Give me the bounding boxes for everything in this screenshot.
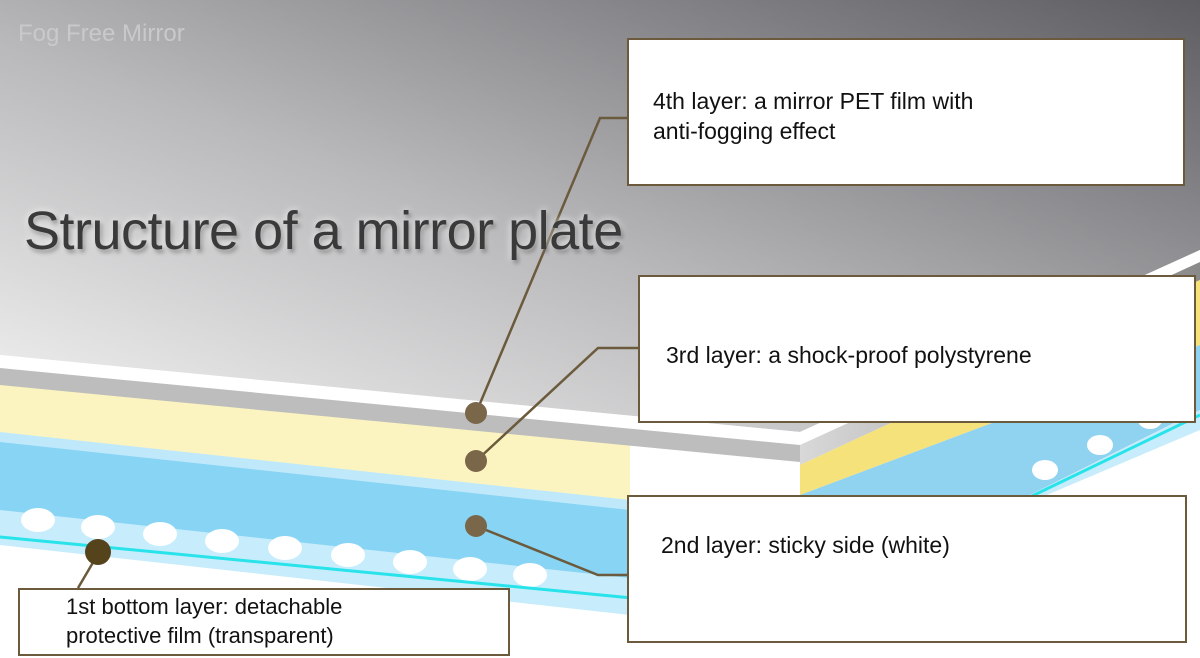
marker-layer1 xyxy=(85,539,111,565)
diagram-title: Structure of a mirror plate xyxy=(24,201,623,261)
callout-layer1: 1st bottom layer: detachable protective … xyxy=(18,588,510,656)
callout-layer1-line2: protective film (transparent) xyxy=(66,623,334,648)
leader-layer2 xyxy=(475,524,627,577)
callout-layer4-line2: anti-fogging effect xyxy=(653,118,836,144)
marker-layer3 xyxy=(465,450,487,472)
callout-layer2: 2nd layer: sticky side (white) xyxy=(627,495,1187,643)
callout-layer3-label: 3rd layer: a shock-proof polystyrene xyxy=(666,342,1032,368)
marker-layer2 xyxy=(465,515,487,537)
leader-layer4 xyxy=(474,116,627,414)
protective-film-line-side xyxy=(1031,413,1200,498)
mirror-edge-grey xyxy=(0,368,800,462)
brand-watermark: Fog Free Mirror xyxy=(18,20,185,47)
callout-layer1-line1: 1st bottom layer: detachable xyxy=(66,594,343,619)
callout-layer4: 4th layer: a mirror PET film with anti-f… xyxy=(627,38,1185,186)
mirror-edge-white xyxy=(0,355,800,445)
callout-layer2-label: 2nd layer: sticky side (white) xyxy=(661,532,950,558)
sticky-layer-highlight xyxy=(0,430,630,510)
sticky-layer xyxy=(0,438,630,578)
leader-layer3 xyxy=(475,346,638,462)
sticky-dots xyxy=(21,411,1162,587)
marker-layer4 xyxy=(465,402,487,424)
callout-layer4-line1: 4th layer: a mirror PET film with xyxy=(653,88,974,114)
callout-layer3: 3rd layer: a shock-proof polystyrene xyxy=(638,275,1196,423)
